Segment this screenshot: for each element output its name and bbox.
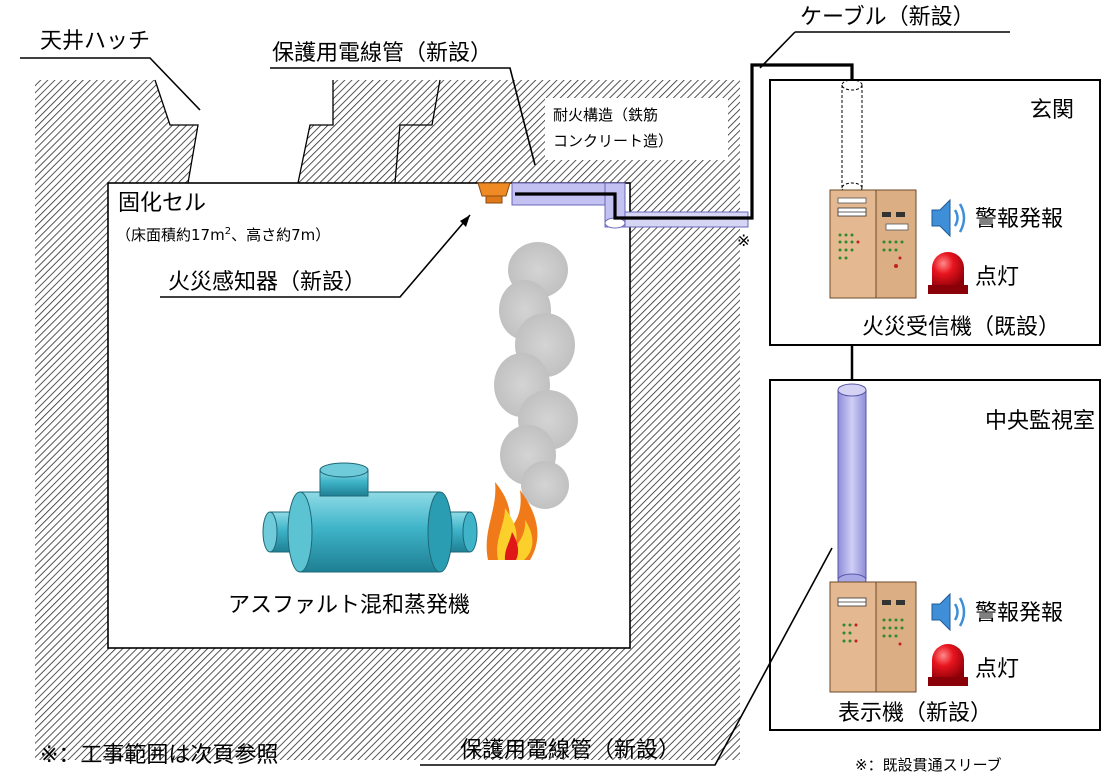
leader-conduit-top: [270, 67, 536, 166]
red-beacon-icon: [928, 644, 968, 686]
display-label: 表示機（新設）: [838, 701, 992, 726]
cell-title: 固化セル: [118, 191, 206, 216]
ceiling-hatch-label: 天井ハッチ: [40, 29, 150, 54]
fire-icon: [486, 482, 538, 560]
display-panel: [829, 581, 917, 693]
light-label-control: 点灯: [975, 657, 1019, 682]
fireproof-label-line2: コンクリート造）: [553, 132, 673, 150]
cable-path: [515, 63, 854, 220]
receiver-label: 火災受信機（既設）: [862, 315, 1060, 340]
red-beacon-icon: [928, 252, 968, 294]
detector-label: 火災感知器（新設）: [168, 270, 366, 295]
smoke-plume: [494, 242, 578, 509]
conduit-vertical: [837, 389, 867, 581]
cable-label: ケーブル（新設）: [800, 5, 975, 30]
conduit-bottom-label: 保護用電線管（新設）: [460, 738, 680, 763]
sleeve-note: ※：既設貫通スリーブ: [855, 756, 1002, 774]
ceiling-hatch-outline-right: [394, 79, 441, 184]
alarm-label-control: 警報発報: [975, 601, 1063, 626]
leader-detector: [160, 214, 471, 298]
light-label-entrance: 点灯: [975, 265, 1019, 290]
leader-cable: [759, 31, 1010, 69]
control-room-label: 中央監視室: [985, 409, 1095, 434]
cell-size-note: （床面積約17m2、高さ約7m）: [116, 226, 330, 244]
fire-receiver-panel: [829, 189, 917, 299]
conduit-top-label: 保護用電線管（新設）: [272, 41, 492, 66]
evaporator-label: アスファルト混和蒸発機: [228, 593, 470, 618]
scope-note: ※：工事範囲は次頁参照: [40, 743, 278, 768]
sleeve-mark: ※: [737, 231, 750, 250]
fireproof-label-line1: 耐火構造（鉄筋: [553, 106, 658, 124]
leader-ceiling-hatch: [20, 57, 201, 111]
speaker-icon: [931, 198, 966, 238]
leader-conduit-bottom: [420, 547, 833, 766]
speaker-icon: [931, 592, 966, 632]
alarm-label-entrance: 警報発報: [975, 207, 1063, 232]
ceiling-hatch-opening: [155, 80, 333, 183]
ceiling-hatch-outline-left: [154, 79, 334, 184]
asphalt-evaporator: [262, 462, 478, 573]
entrance-label: 玄関: [1030, 98, 1074, 123]
fireproof-label-bg: [545, 98, 728, 160]
fire-detector-icon: [477, 182, 511, 197]
